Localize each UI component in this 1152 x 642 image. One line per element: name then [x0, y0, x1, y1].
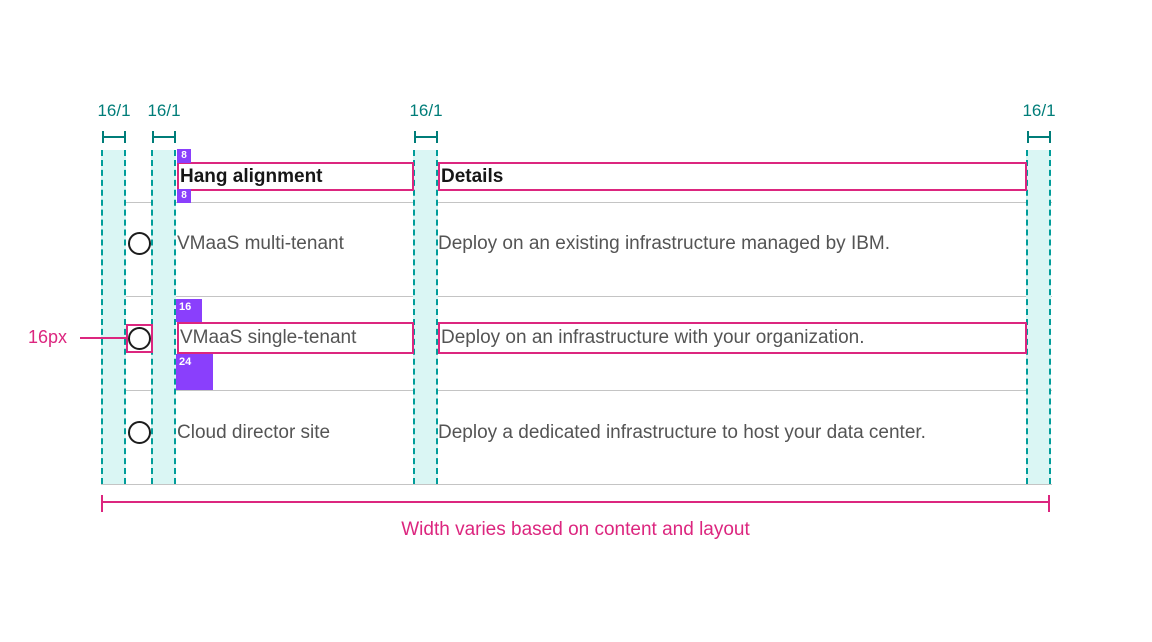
row-name: Cloud director site [177, 422, 331, 443]
row-name-target-outline: VMaaS single-tenant [177, 322, 414, 354]
radio-size-leader-line [80, 337, 127, 339]
header-details-label: Details [441, 165, 504, 187]
radio-button-cloud-director-site[interactable] [128, 421, 151, 444]
width-caption: Width varies based on content and layout [401, 519, 750, 540]
spacing-token-16-above-row: 16 [176, 299, 202, 322]
row-details: Deploy a dedicated infrastructure to hos… [438, 422, 926, 443]
row-divider [101, 296, 1052, 297]
gutter-bracket-4 [1027, 131, 1051, 143]
gutter-bracket-1 [102, 131, 126, 143]
header-details: Details [438, 162, 1027, 191]
row-name: VMaaS single-tenant [180, 327, 357, 348]
row-details-target-outline: Deploy on an infrastructure with your or… [438, 322, 1027, 354]
row-name: VMaaS multi-tenant [177, 233, 344, 254]
radio-button-vmaas-multi-tenant[interactable] [128, 232, 151, 255]
column-guide-1 [101, 150, 126, 484]
gutter-bracket-2 [152, 131, 176, 143]
spacing-token-24-below-row: 24 [176, 354, 213, 390]
column-guide-3 [413, 150, 438, 484]
spacing-token-8-above-header: 8 [177, 149, 191, 163]
gutter-label-3: 16/1 [409, 101, 443, 120]
row-details: Deploy on an existing infrastructure man… [438, 233, 891, 254]
gutter-label-4: 16/1 [1022, 101, 1056, 120]
radio-target-outline [126, 324, 153, 353]
radio-size-label: 16px [28, 327, 68, 347]
header-hang-alignment: Hang alignment [177, 162, 414, 191]
radio-button-vmaas-single-tenant[interactable] [128, 327, 151, 350]
row-divider [101, 202, 1052, 203]
row-divider [101, 484, 1052, 485]
gutter-bracket-3 [414, 131, 438, 143]
header-hang-alignment-label: Hang alignment [180, 165, 323, 187]
gutter-label-2: 16/1 [147, 101, 181, 120]
column-guide-2 [151, 150, 176, 484]
spacing-token-8-below-header: 8 [177, 189, 191, 203]
gutter-label-1: 16/1 [97, 101, 131, 120]
column-guide-4 [1026, 150, 1051, 484]
row-details: Deploy on an infrastructure with your or… [441, 327, 865, 348]
width-measurement-bracket [101, 495, 1050, 512]
row-divider [101, 390, 1052, 391]
